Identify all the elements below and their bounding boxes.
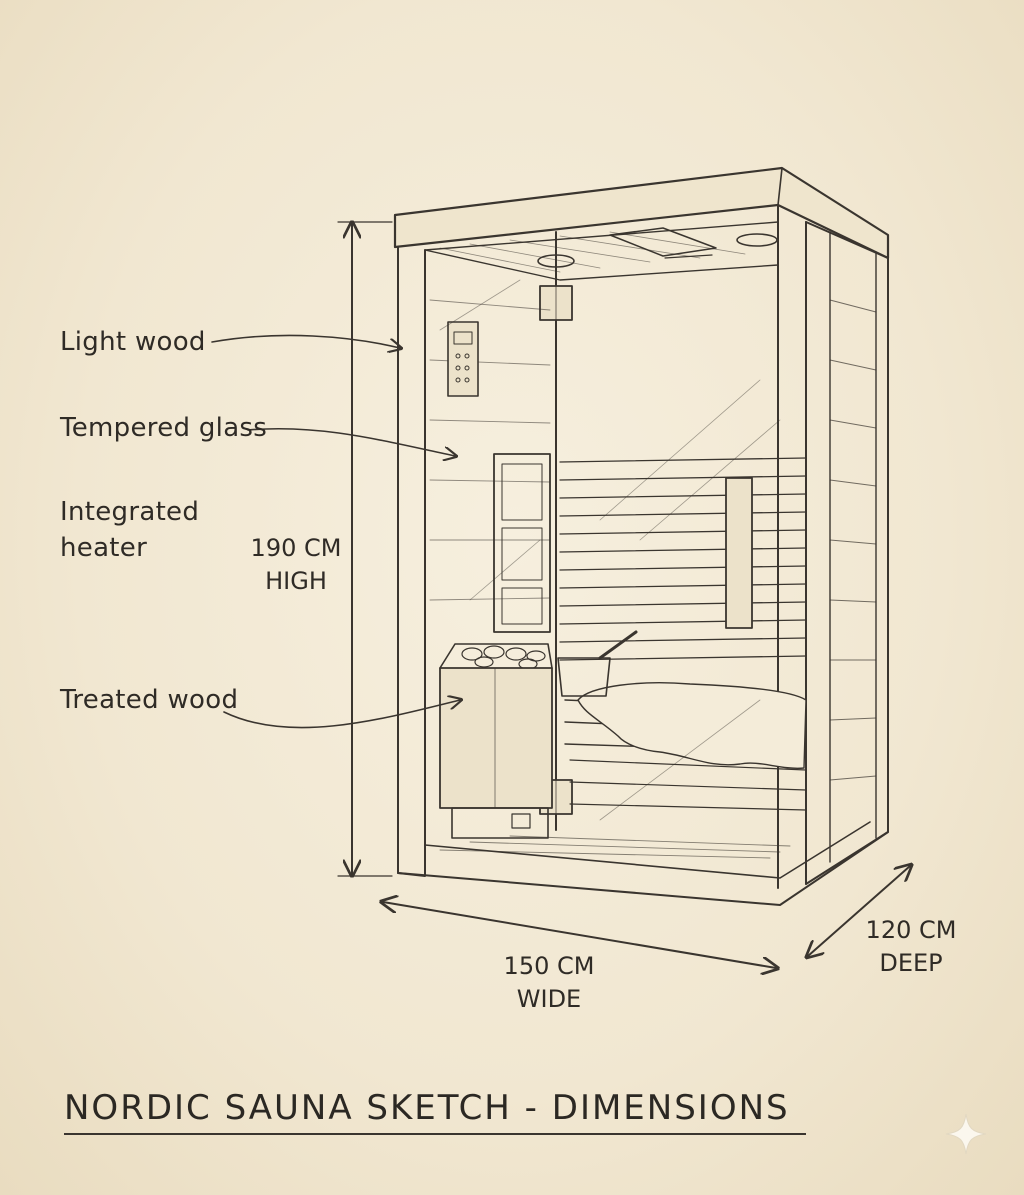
label-integrated-heater-line1: Integrated [60,497,200,527]
label-light-wood: Light wood [60,327,206,357]
height-label: 190 CM HIGH [244,532,348,598]
width-label: 150 CM WIDE [494,950,604,1016]
depth-label: 120 CM DEEP [856,914,966,980]
title-underline [64,1133,806,1135]
depth-dimension-line [808,866,910,956]
height-value: 190 CM [250,534,342,562]
height-unit: HIGH [265,567,327,595]
depth-unit: DEEP [879,949,943,977]
label-integrated-heater-line2: heater [60,533,148,563]
sketch-title: NORDIC SAUNA SKETCH - DIMENSIONS [64,1088,790,1128]
width-unit: WIDE [516,985,582,1013]
leader-lines [211,334,460,729]
depth-value: 120 CM [865,916,957,944]
height-dimension-line [337,222,393,876]
sauna-cabin [393,166,890,906]
width-dimension-line [383,902,776,968]
label-treated-wood: Treated wood [60,685,239,715]
label-tempered-glass: Tempered glass [60,413,268,443]
sparkle-icon [945,1113,987,1155]
width-value: 150 CM [503,952,595,980]
